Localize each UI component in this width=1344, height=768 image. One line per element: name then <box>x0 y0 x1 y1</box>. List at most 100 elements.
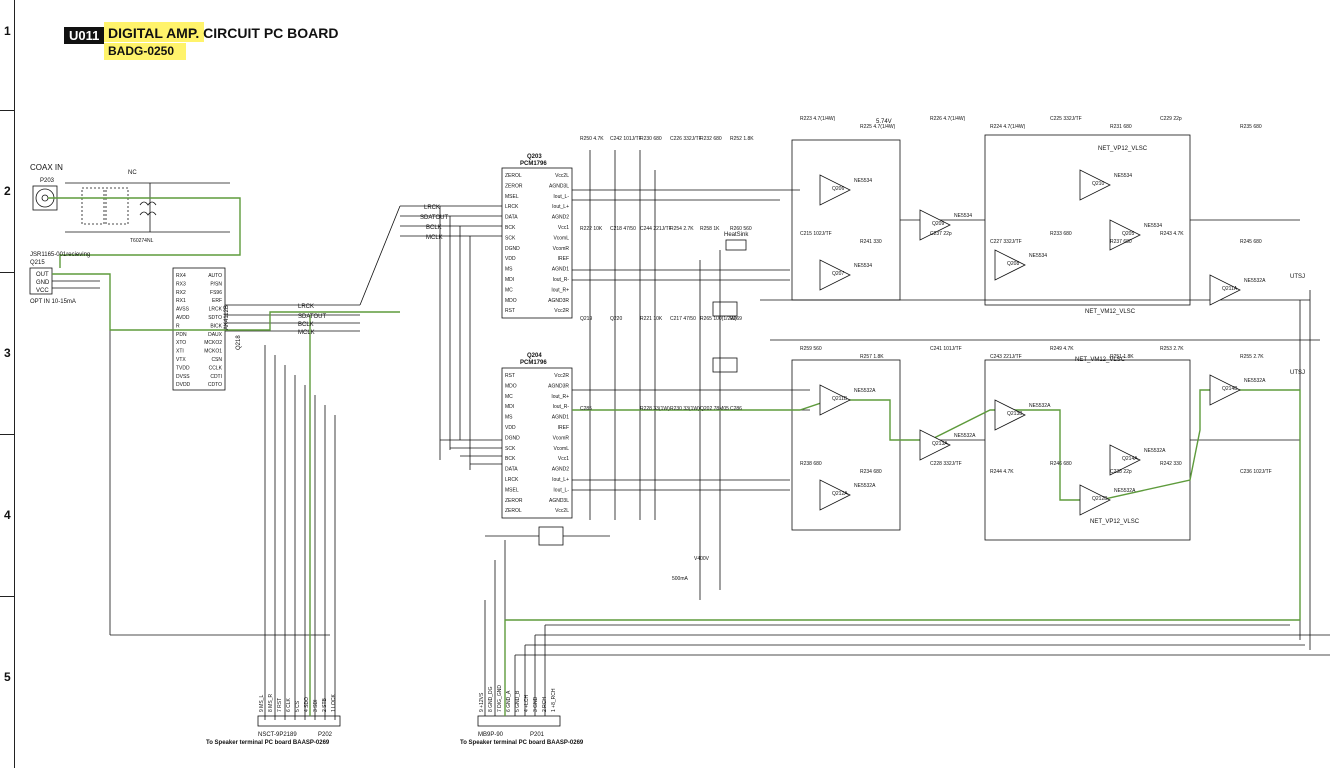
q218-pin-label: BICK <box>210 323 222 329</box>
q204-pin-label: Vcc2R <box>554 373 569 379</box>
q218-pin-label: ERF <box>212 298 222 304</box>
opamp-q205-symbol <box>819 174 851 206</box>
q204-pin-label: AGND1 <box>552 415 569 421</box>
q218-pin-label: AVDD <box>176 315 190 321</box>
q203-pin-label: ZEROL <box>505 173 522 179</box>
q218-pin-label: R <box>176 323 180 329</box>
signal-lrck-label: LRCK <box>424 205 440 211</box>
opamp-q213a-symbol <box>1109 219 1141 251</box>
q204-pin-label: MSEL <box>505 487 519 493</box>
q218-pin-label: XTO <box>176 340 186 346</box>
q218-pin-label: TVDD <box>176 365 190 371</box>
component-label: C236 102J/TF <box>1240 469 1272 475</box>
signal-mclk-label: MCLK <box>426 235 443 241</box>
p202-connector-body <box>257 715 341 727</box>
q204-pin-label: VcomL <box>553 446 569 452</box>
q218-ref-label: Q218 <box>236 335 242 350</box>
q204-pin-label: DATA <box>505 467 518 473</box>
q204-pin-label: Vcc1 <box>558 456 569 462</box>
row-number-5: 5 <box>4 670 11 684</box>
board-badge: U011 <box>64 27 105 44</box>
component-label: C217 47/50 <box>670 316 696 322</box>
q204-pin-label: MDI <box>505 404 514 410</box>
q218-pin-label: MCKO2 <box>204 340 222 346</box>
q203-pin-label: AGND3R <box>548 298 569 304</box>
component-label: R265 100(1/2W) <box>700 316 737 322</box>
coax-in-label: COAX IN <box>30 163 63 172</box>
q218-pin-label: LRCK <box>209 307 223 313</box>
component-label: R223 4.7(1/4W) <box>800 116 836 122</box>
p201-pin-label: 6 GND_A <box>506 690 512 712</box>
net-vp12-bot-label: NET_VP12_VLSC <box>1090 519 1140 525</box>
p202-destination-label: To Speaker terminal PC board BAASP-0269 <box>206 740 330 746</box>
opamp-q214b-symbol <box>1209 374 1241 406</box>
q204-pin-label: AGND3R <box>548 383 569 389</box>
q203-pin-label: Vcc2R <box>554 308 569 314</box>
q204-part-label: PCM1796 <box>520 360 547 366</box>
opamp-ref-label: Q212A <box>832 491 848 497</box>
q203-pin-label: DGND <box>505 246 520 252</box>
component-label: R231 680 <box>1110 124 1132 130</box>
p202-pin-label: 1 LOCK <box>331 694 337 712</box>
q218-pin-label: AVSS <box>176 307 190 313</box>
component-label: R243 4.7K <box>1160 231 1184 237</box>
q204-pin-label: LRCK <box>505 477 519 483</box>
opamp-q213b-symbol <box>1209 274 1241 306</box>
board-title: DIGITAL AMP. CIRCUIT PC BOARD <box>108 25 339 41</box>
opamp-part-label: NE5532A <box>954 433 976 439</box>
q218-pin-label: DAUX <box>208 332 223 338</box>
frame-divider <box>0 272 14 273</box>
component-label: R228 33(1W) <box>640 406 670 412</box>
component-label: R244 4.7K <box>990 469 1014 475</box>
component-label: C243 221J/TF <box>990 354 1022 360</box>
opamp-part-label: NE5534 <box>1144 223 1162 229</box>
q204-pin-label: Iout_L+ <box>552 477 569 483</box>
component-label: C225 332J/TF <box>1050 116 1082 122</box>
vcc-label: VCC <box>36 288 49 294</box>
q203-pin-label: VcomR <box>553 246 570 252</box>
opamp-q207-symbol <box>819 259 851 291</box>
q218-pin-label: CDTO <box>208 382 222 388</box>
net-vm12-bot-label: NET_VM12_VLSC <box>1075 357 1126 363</box>
q204-pin-label: ZEROL <box>505 508 522 514</box>
component-label: R238 680 <box>800 461 822 467</box>
q204-pin-label: Iout_L- <box>553 487 569 493</box>
component-label: R233 680 <box>1050 231 1072 237</box>
q218-pin-label: P/SN <box>210 281 222 287</box>
out-label: OUT <box>36 272 49 278</box>
component-label: C218 47/50 <box>610 226 636 232</box>
p201-pin-label: 2 RCH <box>542 697 548 712</box>
opamp-part-label: NE5534 <box>854 178 872 184</box>
p202-pin-label: 6 CLK <box>286 697 292 712</box>
component-label: R235 680 <box>1240 124 1262 130</box>
ak4112b-ref-label: AK4112B <box>224 305 230 330</box>
opamp-part-label: NE5532A <box>1029 403 1051 409</box>
opamp-part-label: NE5534 <box>854 263 872 269</box>
q203-pin-label: IREF <box>558 256 569 262</box>
opamp-q209-symbol <box>919 209 951 241</box>
q203-pin-label: VcomL <box>553 235 569 241</box>
opamp-q214a-symbol <box>1109 444 1141 476</box>
p201-part-label: MB9P-90 <box>478 732 504 738</box>
q204-pin-label: IREF <box>558 425 569 431</box>
signal-mclk-2-label: MCLK <box>298 330 315 336</box>
q203-pin-label: SCK <box>505 235 516 241</box>
p202-pin-label: 5 CS <box>295 700 301 712</box>
q203-pin-label: Iout_L- <box>553 194 569 200</box>
p201-pin-label: 9 +12VS <box>479 692 485 712</box>
component-label: R260 560 <box>730 226 752 232</box>
opamp-ref-label: Q206 <box>832 186 844 192</box>
signal-sdatout-2-label: SDATOUT <box>298 314 326 320</box>
component-label: C237 22p <box>930 231 952 237</box>
q218-pin-label: CSN <box>211 357 222 363</box>
frame-divider <box>0 596 14 597</box>
component-label: C285 <box>580 406 592 412</box>
p202-pin-label: 8 MS_R <box>268 694 274 712</box>
q203-pin-label: VDD <box>505 256 516 262</box>
opamp-ref-label: Q214B <box>1222 386 1238 392</box>
subtitle-highlight <box>104 43 186 60</box>
q203-pin-label: Iout_L+ <box>552 204 569 210</box>
q203-ref-label: Q203 <box>527 154 542 160</box>
signal-bclk-label: BCLK <box>426 225 442 231</box>
